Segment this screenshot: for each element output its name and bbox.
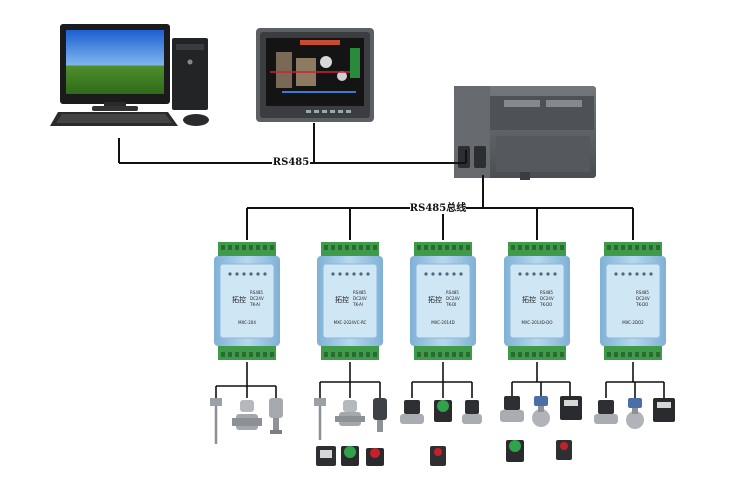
push-button-icon: [341, 446, 359, 466]
solenoid-valve-icon: [532, 396, 550, 427]
terminal-block: [218, 242, 276, 256]
plc-controller-icon: [454, 86, 596, 180]
temperature-sensor-icon: [210, 398, 222, 444]
module-model: MXC-2014D: [431, 320, 454, 325]
temperature-sensor-icon: [314, 398, 326, 440]
solenoid-valve-icon: [626, 398, 644, 429]
module-spec: DC24V: [250, 296, 264, 301]
contactor-icon: [316, 446, 336, 466]
terminal-block: [414, 242, 472, 256]
module-spec: TK-AI: [352, 302, 363, 307]
module-brand: 拓控: [335, 295, 349, 304]
push-button-icon: [366, 448, 384, 466]
module-spec: TK-AI: [249, 302, 260, 307]
terminal-block: [604, 346, 662, 360]
module-spec: DC24V: [540, 296, 554, 301]
flow-meter-icon: [335, 400, 365, 426]
module-model: MXC-204: [238, 320, 256, 325]
module-spec: RS485: [250, 290, 263, 295]
module-model: MXC-2DO2: [622, 320, 644, 325]
terminal-block: [508, 346, 566, 360]
top-bus-label: RS485: [273, 157, 309, 168]
pressure-transmitter-icon: [269, 398, 283, 434]
terminal-block: [321, 242, 379, 256]
solenoid-valve-icon: [594, 400, 618, 424]
desktop-computer-icon: [50, 24, 209, 126]
terminal-block: [508, 242, 566, 256]
field-bus-label: RS485总线: [410, 201, 466, 214]
module-spec: DC24V: [446, 296, 460, 301]
contactor-icon: [556, 440, 572, 460]
push-button-icon: [506, 440, 524, 462]
module-spec: DC24V: [353, 296, 367, 301]
module-spec: TK-DO: [635, 302, 648, 307]
contactor-icon: [560, 396, 582, 420]
pressure-transmitter-icon: [373, 398, 387, 432]
contactor-icon: [430, 446, 446, 466]
module-spec: RS485: [636, 290, 649, 295]
module-spec: DC24V: [636, 296, 650, 301]
solenoid-valve-icon: [400, 400, 424, 424]
terminal-block: [414, 346, 472, 360]
module-spec: TK-DO: [539, 302, 552, 307]
sensor-wiring: [215, 362, 665, 398]
flow-meter-icon: [232, 400, 262, 430]
contactor-icon: [653, 398, 675, 422]
module-brand: 拓控: [522, 295, 536, 304]
module-spec: RS485: [353, 290, 366, 295]
module-spec: TK-DI: [445, 302, 456, 307]
solenoid-valve-icon: [462, 400, 482, 424]
industrial-touch-panel-icon: [256, 28, 374, 122]
terminal-block: [321, 346, 379, 360]
module-spec: RS485: [446, 290, 459, 295]
module-model: MXC-2024VC-RC: [334, 320, 367, 325]
solenoid-valve-icon: [500, 396, 524, 422]
push-button-icon: [434, 400, 452, 422]
module-spec: RS485: [540, 290, 553, 295]
terminal-block: [218, 346, 276, 360]
module-brand: 拓控: [232, 295, 246, 304]
module-brand: 拓控: [428, 295, 442, 304]
terminal-block: [604, 242, 662, 256]
io-modules: 拓控RS485DC24VTK-AIMXC-204拓控RS485DC24VTK-A…: [214, 242, 666, 360]
module-model: MXC-2014D-DO: [521, 320, 552, 325]
